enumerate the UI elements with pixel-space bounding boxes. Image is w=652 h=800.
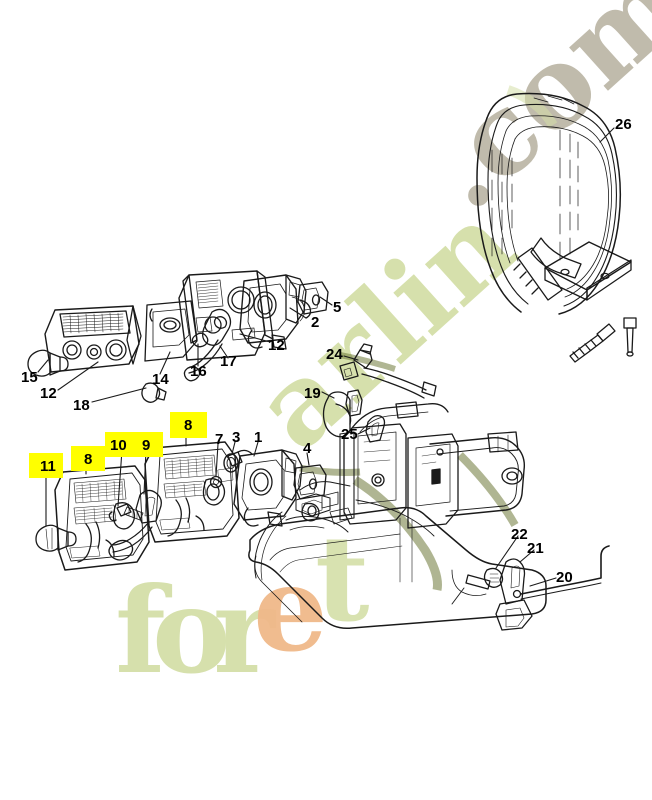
part-carburetor-1 [227,449,303,527]
callout-7: 7 [215,431,224,448]
svg-text:f: f [115,561,173,700]
part-lever-21 [495,558,533,631]
callout-24: 24 [326,346,343,363]
part-lever-16-17 [183,308,232,382]
callout-12-left: 12 [40,385,57,402]
callout-4: 4 [303,440,312,457]
callout-10: 10 [110,437,127,454]
callout-17: 17 [220,353,237,370]
callout-12-center: 12 [268,337,285,354]
callout-15: 15 [21,369,38,386]
part-latch-25 [365,414,386,443]
callout-5: 5 [333,299,342,316]
callout-16: 16 [190,363,207,380]
highlight-box-11 [29,453,63,478]
callout-21: 21 [527,540,544,557]
svg-text:e: e [253,539,328,678]
part-filter-8-right [144,441,240,543]
callout-2: 2 [311,314,320,331]
svg-text:r: r [213,561,277,700]
svg-text:o: o [152,561,231,700]
part-nut-22 [483,567,504,588]
callout-18: 18 [73,397,90,414]
callout-3: 3 [232,429,241,446]
callout-9: 9 [142,437,151,454]
part-rod-20 [520,545,610,600]
part-main-body [248,401,547,630]
callout-8-left: 8 [84,451,93,468]
highlight-box-9 [129,432,163,457]
callout-8-right: 8 [184,417,193,434]
svg-text:t: t [315,509,370,648]
callout-14: 14 [152,371,169,388]
callout-22: 22 [511,526,528,543]
highlight-box-8-left [71,446,105,471]
callout-26: 26 [615,116,632,133]
part-handle-bar-26 [476,92,637,363]
part-choke-4 [293,464,327,522]
highlight-box-8-right [170,412,207,438]
callout-1: 1 [254,429,263,446]
callout-19: 19 [304,385,321,402]
callout-11: 11 [40,458,56,475]
callout-20: 20 [556,569,573,586]
part-filter-8-left [35,465,150,571]
part-choke-5 [297,281,329,315]
part-linkage-24 [339,343,437,399]
part-carburetor-2 [239,274,312,350]
leader-lines [37,127,615,587]
watermark-bottom-text: f o r e t [115,509,370,700]
watermark-olive-strokes [299,85,558,591]
callout-25: 25 [341,426,358,443]
part-filter-cover-12-left [27,305,167,403]
